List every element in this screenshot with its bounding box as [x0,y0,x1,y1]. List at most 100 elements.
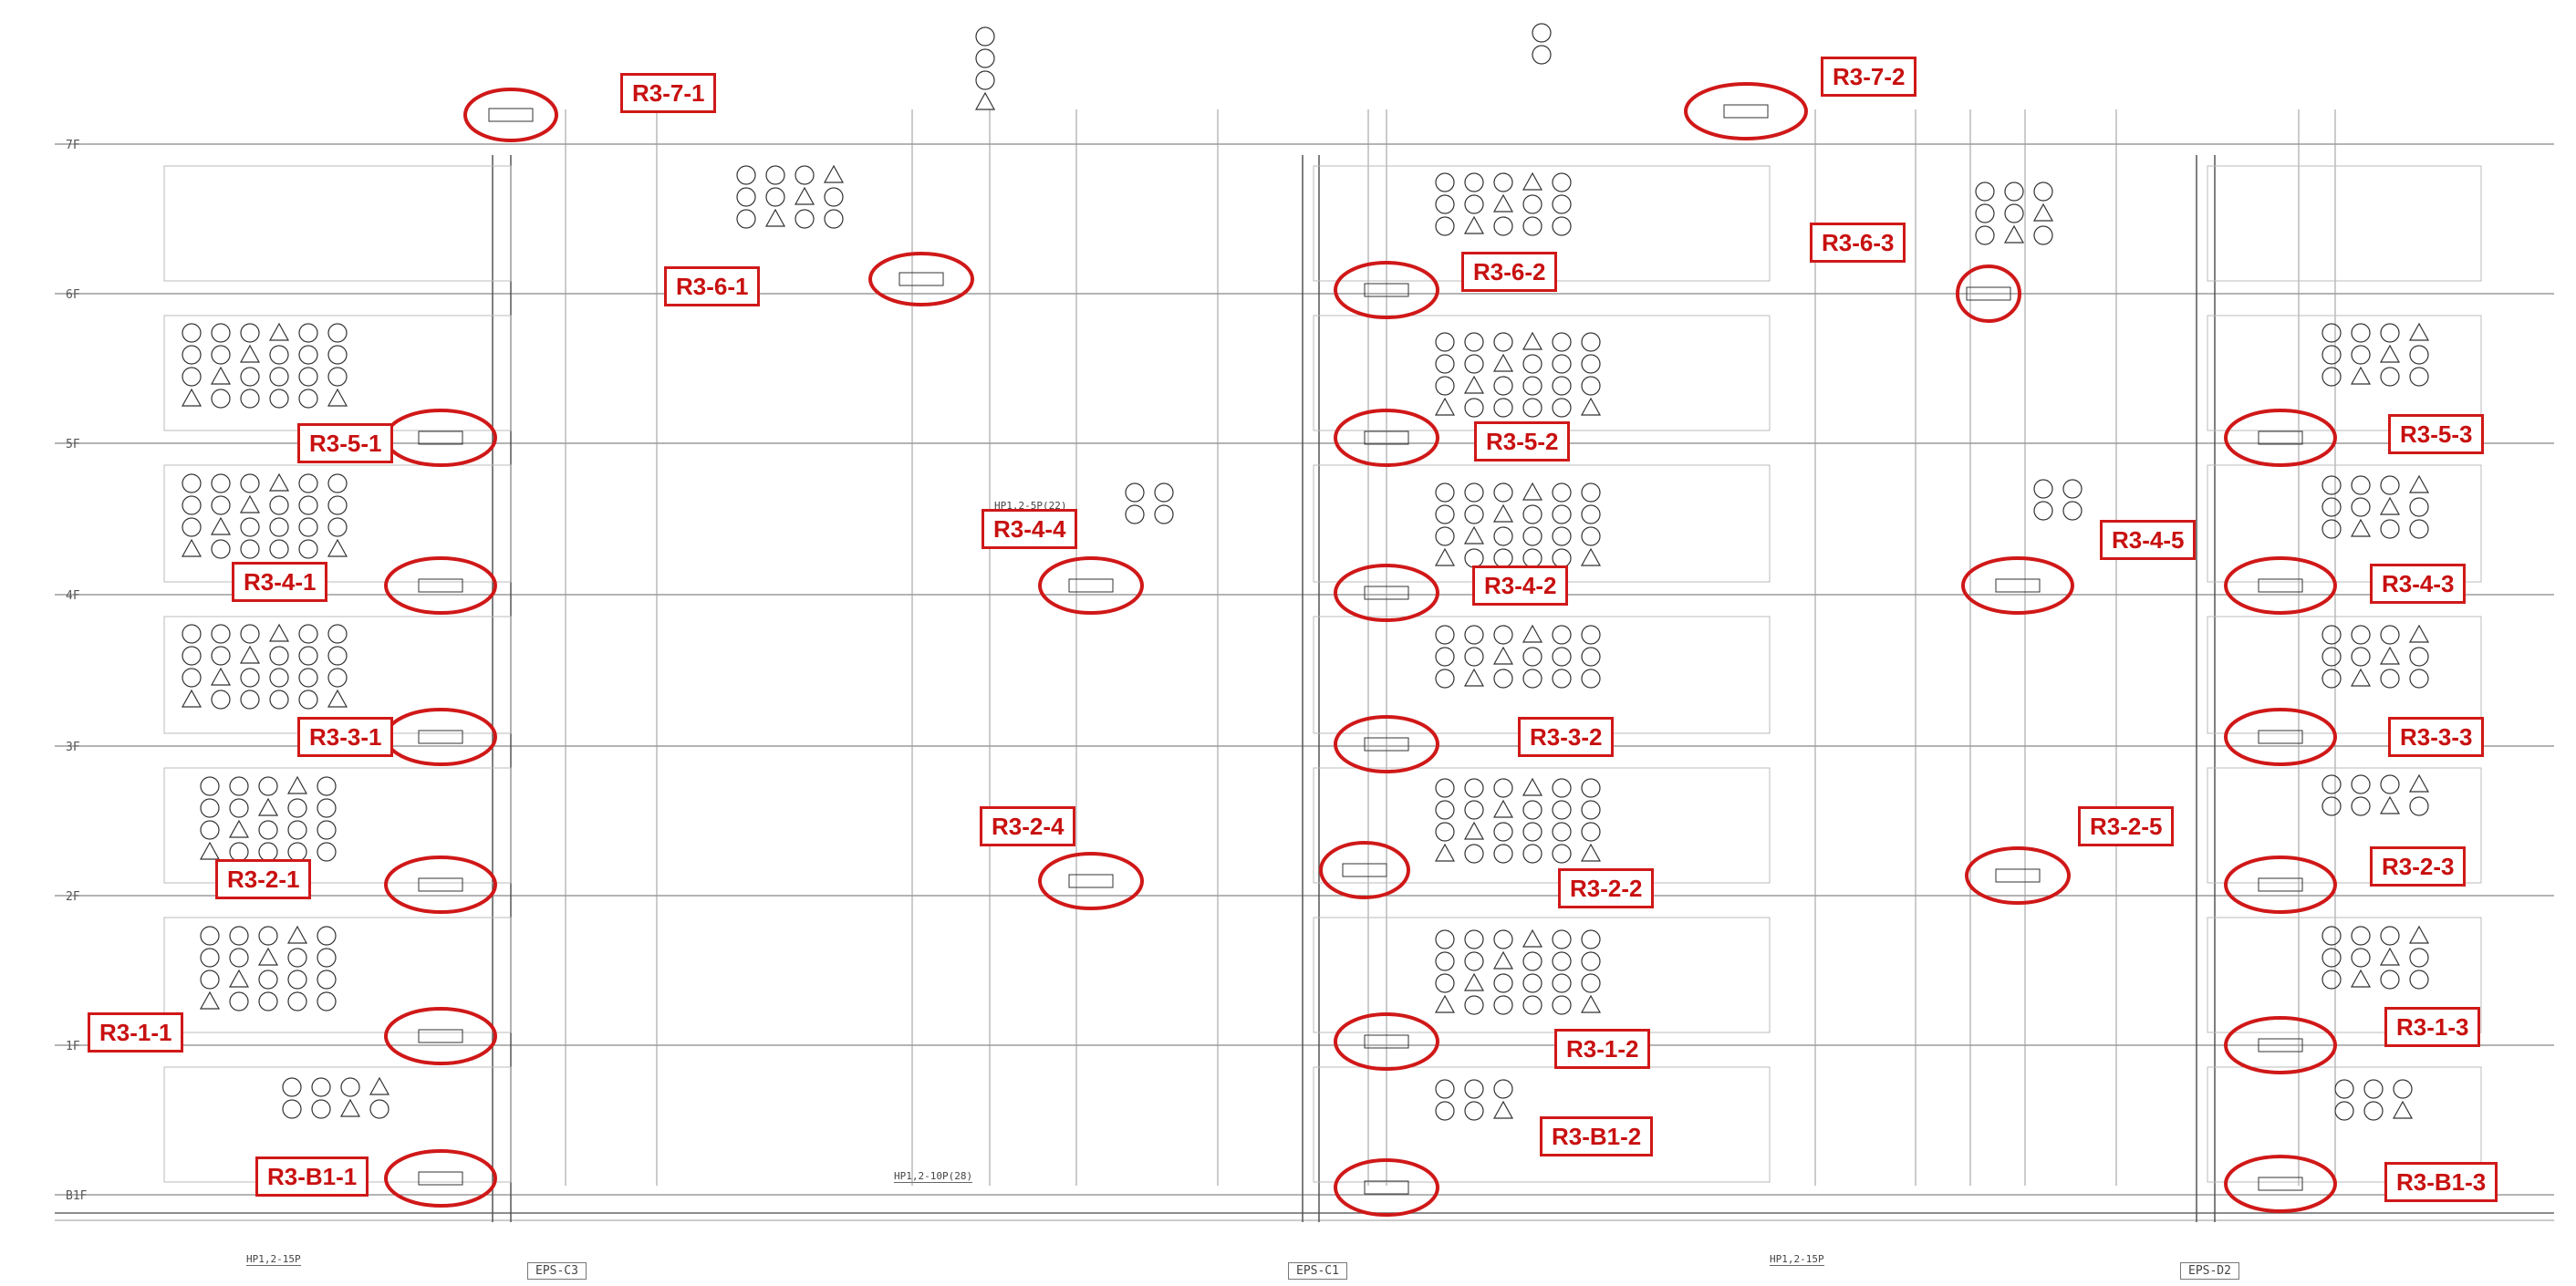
outlet-symbol-triangle [1522,777,1543,796]
outlet-symbol-circle [2334,1079,2354,1099]
eps-label-d2: EPS-D2 [2180,1262,2239,1280]
outlet-symbol-circle [1493,376,1513,396]
rack-box [418,430,463,445]
callout-r3-4-3: R3-4-3 [2370,564,2467,604]
outlet-symbol-triangle [2350,366,2372,385]
rack-highlight-ellipse [1038,556,1144,615]
outlet-symbol-triangle [210,516,232,535]
outlet-symbol-circle [2409,669,2429,689]
rack-highlight-ellipse [2224,1016,2337,1074]
outlet-symbol-circle [1581,354,1601,374]
outlet-symbol-circle [765,187,785,207]
outlet-symbol-triangle [199,990,221,1010]
outlet-symbol-triangle [239,494,261,513]
rack-highlight-ellipse [1334,261,1439,319]
outlet-symbol-triangle [2379,947,2401,966]
rack-highlight-ellipse [1038,852,1144,910]
outlet-symbol-circle [1522,504,1542,524]
outlet-symbol-circle [2351,345,2371,365]
floor-label-6f: 6F [66,288,80,302]
outlet-symbol-circle [1522,973,1542,993]
room-frame [2207,616,2482,734]
outlet-symbol-circle [2351,948,2371,968]
outlet-symbol-circle [1435,194,1455,214]
outlet-symbol-circle [1493,995,1513,1015]
outlet-symbol-circle [795,165,815,185]
outlet-symbol-triangle [1522,624,1543,643]
outlet-symbol-circle [1435,1101,1455,1121]
outlet-symbol-circle [1464,995,1484,1015]
outlet-symbol-circle [1552,647,1572,667]
outlet-symbol-circle [1552,929,1572,949]
outlet-symbol-circle [327,517,348,537]
cable-label: HP1,2-15P [246,1253,301,1266]
outlet-symbol-triangle [2408,474,2430,493]
outlet-symbol-circle [258,926,278,946]
outlet-symbol-circle [1532,45,1552,65]
outlet-symbol-circle [298,517,318,537]
outlet-symbol-triangle [1522,171,1543,191]
outlet-symbol-circle [211,690,231,710]
outlet-symbol-triangle [1463,668,1485,687]
outlet-symbol-circle [1581,929,1601,949]
callout-r3-5-3: R3-5-3 [2388,414,2485,454]
rack-box [2258,877,2303,892]
outlet-symbol-circle [1522,376,1542,396]
outlet-symbol-circle [2380,774,2400,794]
outlet-symbol-circle [1493,526,1513,546]
outlet-symbol-circle [2322,345,2342,365]
floor-label-b1f: B1F [66,1189,88,1203]
rack-highlight-ellipse [1334,1158,1439,1217]
outlet-symbol-circle [1552,822,1572,842]
outlet-symbol-circle [1435,376,1455,396]
outlet-symbol-circle [975,70,995,90]
callout-r3-5-2: R3-5-2 [1474,421,1571,462]
outlet-symbol-circle [269,495,289,515]
outlet-symbol-circle [1435,216,1455,236]
outlet-symbol-circle [1552,376,1572,396]
outlet-symbol-circle [2380,926,2400,946]
outlet-symbol-circle [182,345,202,365]
outlet-symbol-triangle [327,388,348,407]
outlet-symbol-circle [298,646,318,666]
outlet-symbol-circle [1552,482,1572,503]
outlet-symbol-circle [2409,519,2429,539]
floor-label-2f: 2F [66,890,80,904]
outlet-symbol-circle [1522,800,1542,820]
rack-highlight-ellipse [2224,409,2337,467]
outlet-symbol-triangle [1434,994,1456,1013]
rack-highlight-ellipse [1965,846,2071,905]
outlet-symbol-circle [182,646,202,666]
rack-highlight-ellipse [1334,1012,1439,1071]
outlet-symbol-circle [1975,203,1995,223]
outlet-symbol-circle [1435,822,1455,842]
outlet-symbol-circle [2322,497,2342,517]
outlet-symbol-circle [269,690,289,710]
outlet-symbol-circle [2351,475,2371,495]
outlet-symbol-circle [317,991,337,1011]
outlet-symbol-circle [1552,216,1572,236]
outlet-symbol-circle [240,690,260,710]
outlet-symbol-circle [1552,973,1572,993]
rack-highlight-ellipse [384,856,497,914]
outlet-symbol-circle [1581,822,1601,842]
outlet-symbol-circle [975,26,995,47]
outlet-symbol-circle [258,991,278,1011]
outlet-symbol-circle [1522,548,1542,568]
outlet-symbol-circle [369,1099,390,1119]
outlet-symbol-circle [2334,1101,2354,1121]
outlet-symbol-circle [2351,926,2371,946]
outlet-symbol-triangle [199,841,221,860]
rack-highlight-ellipse [1684,82,1808,140]
outlet-symbol-triangle [2350,668,2372,687]
outlet-symbol-circle [1493,398,1513,418]
rack-highlight-ellipse [1956,264,2021,323]
rack-box [1364,1034,1409,1049]
rack-highlight-ellipse [384,1149,497,1208]
outlet-symbol-circle [1464,1079,1484,1099]
outlet-symbol-circle [1522,354,1542,374]
outlet-symbol-circle [1435,778,1455,798]
outlet-symbol-circle [298,473,318,493]
outlet-symbol-circle [2380,625,2400,645]
outlet-symbol-circle [2322,625,2342,645]
